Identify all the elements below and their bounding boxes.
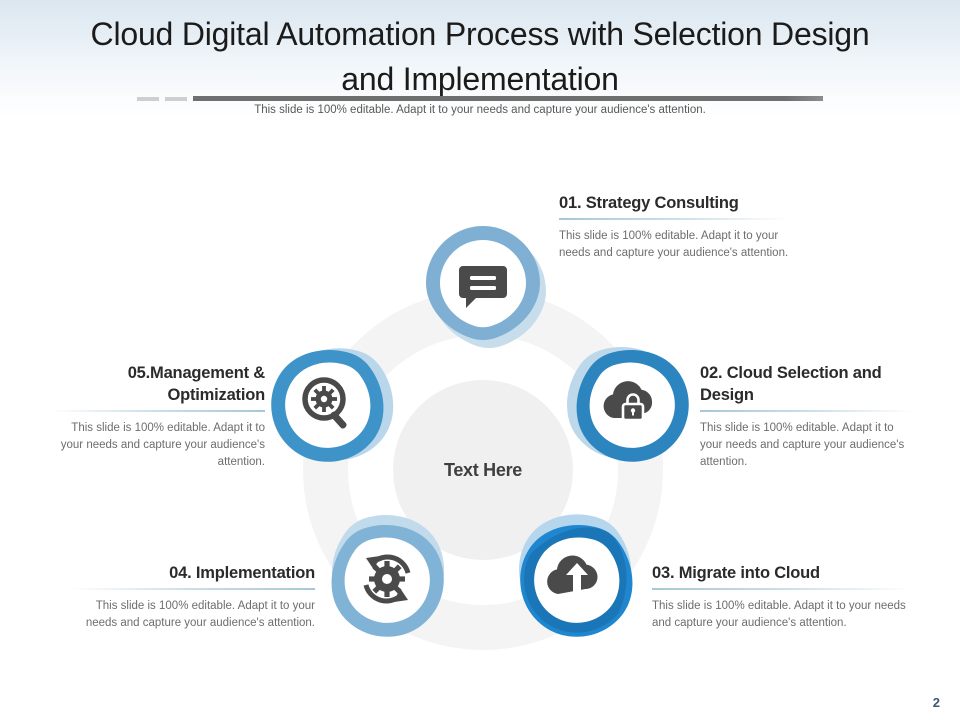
step-body-01: This slide is 100% editable. Adapt it to…: [559, 230, 789, 259]
step-title-05: 05.Management & Optimization: [127, 364, 265, 404]
step-body-05: This slide is 100% editable. Adapt it to…: [60, 422, 265, 468]
step-title-02: 02. Cloud Selection and Design: [700, 364, 882, 404]
divider-segment-2: [165, 97, 187, 101]
circular-process-diagram: Text Here: [0, 130, 960, 700]
page-title: Cloud Digital Automation Process with Se…: [90, 16, 870, 97]
cloud-lock-icon: [603, 381, 653, 422]
page-subtitle: This slide is 100% editable. Adapt it to…: [254, 104, 706, 116]
title-divider: [137, 96, 823, 102]
gear-refresh-icon: [363, 554, 411, 604]
step-title-04: 04. Implementation: [169, 564, 315, 582]
step-body-03: This slide is 100% editable. Adapt it to…: [652, 600, 906, 629]
step-pin-04[interactable]: [322, 514, 452, 645]
step-rule-03: [652, 588, 912, 590]
step-body-02: This slide is 100% editable. Adapt it to…: [700, 422, 905, 468]
magnifier-gear-icon: [302, 377, 347, 429]
step-block-03: 03. Migrate into Cloud This slide is 100…: [652, 562, 912, 632]
step-title-01: 01. Strategy Consulting: [559, 194, 739, 212]
step-pin-03[interactable]: [512, 514, 642, 645]
cloud-upload-icon: [547, 555, 598, 596]
step-rule-05: [50, 410, 265, 412]
step-pin-02[interactable]: [567, 340, 697, 470]
step-rule-02: [700, 410, 915, 412]
speech-bubble-icon: [459, 266, 507, 308]
step-body-04: This slide is 100% editable. Adapt it to…: [85, 600, 315, 629]
step-pin-01[interactable]: [418, 218, 548, 348]
step-rule-01: [559, 218, 789, 220]
page-number: 2: [932, 695, 940, 710]
step-block-02: 02. Cloud Selection and Design This slid…: [700, 362, 915, 471]
step-block-01: 01. Strategy Consulting This slide is 10…: [559, 192, 789, 262]
step-rule-04: [70, 588, 315, 590]
divider-segment-1: [137, 97, 159, 101]
step-title-03: 03. Migrate into Cloud: [652, 564, 820, 582]
step-pin-05[interactable]: [263, 340, 394, 470]
center-label: Text Here: [443, 459, 522, 480]
divider-bar: [193, 96, 823, 101]
step-block-05: 05.Management & Optimization This slide …: [50, 362, 265, 471]
step-block-04: 04. Implementation This slide is 100% ed…: [70, 562, 315, 632]
